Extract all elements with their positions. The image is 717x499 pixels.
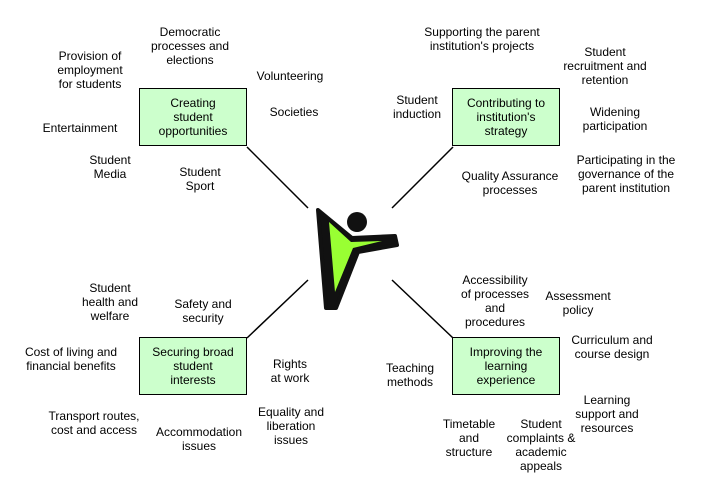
label-cost-of-living: Cost of living and financial benefits [24,345,118,373]
label-volunteering: Volunteering [256,69,324,83]
label-safety-security: Safety and security [174,297,232,325]
label-democratic-processes: Democratic processes and elections [150,25,230,67]
box-securing-student-interests: Securing broad student interests [139,337,247,395]
label-student-media: Student Media [89,153,131,181]
label-accessibility-processes: Accessibility of processes and procedure… [460,273,530,329]
label-student-recruitment: Student recruitment and retention [563,45,647,87]
label-equality-liberation: Equality and liberation issues [257,405,325,447]
label-teaching-methods: Teaching methods [385,361,435,389]
label-assessment-policy: Assessment policy [545,289,611,317]
box-creating-student-opportunities: Creating student opportunities [139,88,247,146]
leaping-figure-logo-icon [316,208,399,310]
connector-top-left [246,146,309,209]
label-participating-governance: Participating in the governance of the p… [576,153,676,195]
label-transport-routes: Transport routes, cost and access [48,409,140,437]
label-widening-participation: Widening participation [582,105,648,133]
label-timetable-structure: Timetable and structure [442,417,496,459]
connector-top-right [391,146,454,209]
label-student-complaints: Student complaints & academic appeals [506,417,576,473]
label-entertainment: Entertainment [42,121,118,135]
label-student-sport: Student Sport [179,165,221,193]
label-provision-of-employment: Provision of employment for students [57,49,123,91]
label-societies: Societies [269,105,319,119]
label-learning-support: Learning support and resources [575,393,639,435]
label-rights-at-work: Rights at work [270,357,310,385]
box-contributing-to-strategy: Contributing to institution's strategy [452,88,560,146]
box-improving-learning-experience: Improving the learning experience [452,337,560,395]
label-accommodation-issues: Accommodation issues [155,425,243,453]
connector-bottom-left [246,279,309,339]
label-quality-assurance: Quality Assurance processes [461,169,559,197]
label-student-induction: Student induction [392,93,442,121]
connector-bottom-right [391,279,454,339]
label-student-health: Student health and welfare [81,281,139,323]
label-curriculum-design: Curriculum and course design [571,333,653,361]
label-supporting-parent-projects: Supporting the parent institution's proj… [424,25,540,53]
